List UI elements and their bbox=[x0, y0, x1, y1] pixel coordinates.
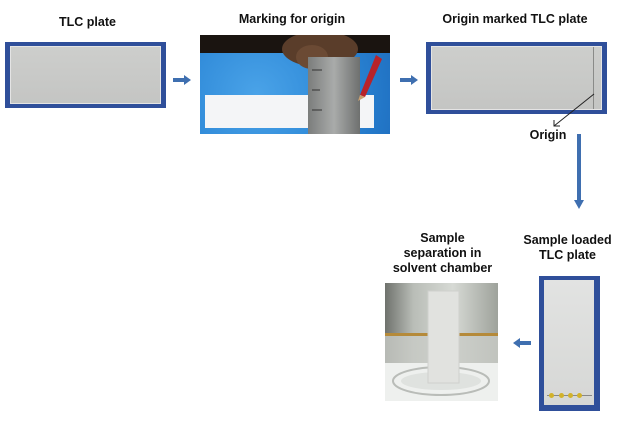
marking-origin-photo bbox=[200, 35, 390, 134]
arrow-right-2 bbox=[400, 75, 418, 85]
solvent-chamber-scene bbox=[385, 283, 498, 401]
marking-origin-scene bbox=[200, 35, 390, 134]
sample-loaded-line2: TLC plate bbox=[539, 248, 596, 262]
origin-annotation: Origin bbox=[529, 128, 567, 142]
step-label-tlc-plate: TLC plate bbox=[59, 15, 116, 29]
sample-loaded-plate-image bbox=[539, 276, 600, 411]
arrow-right-1 bbox=[173, 75, 191, 85]
separation-line2: separation in bbox=[403, 246, 482, 260]
sample-spot bbox=[568, 393, 573, 398]
tlc-plate-image bbox=[5, 42, 166, 108]
origin-marked-plate-image bbox=[426, 42, 607, 114]
origin-line bbox=[593, 47, 594, 109]
sample-spot bbox=[577, 393, 582, 398]
separation-line1: Sample bbox=[420, 231, 465, 245]
tlc-plate-surface bbox=[10, 46, 161, 104]
separation-line3: solvent chamber bbox=[392, 261, 493, 275]
step-label-marking-origin: Marking for origin bbox=[238, 12, 346, 26]
step-label-sample-loaded: Sample loaded TLC plate bbox=[510, 233, 625, 263]
origin-pointer bbox=[553, 93, 595, 127]
origin-marked-plate-surface bbox=[431, 46, 602, 110]
arrow-down bbox=[574, 134, 584, 209]
sample-loaded-line1: Sample loaded bbox=[523, 233, 612, 247]
sample-spot bbox=[549, 393, 554, 398]
solvent-chamber-photo bbox=[385, 283, 498, 401]
sample-loaded-plate-surface bbox=[544, 280, 594, 405]
sample-spot bbox=[559, 393, 564, 398]
step-label-origin-marked: Origin marked TLC plate bbox=[442, 12, 588, 26]
step-label-separation: Sample separation in solvent chamber bbox=[380, 231, 505, 276]
arrow-left bbox=[513, 338, 531, 348]
